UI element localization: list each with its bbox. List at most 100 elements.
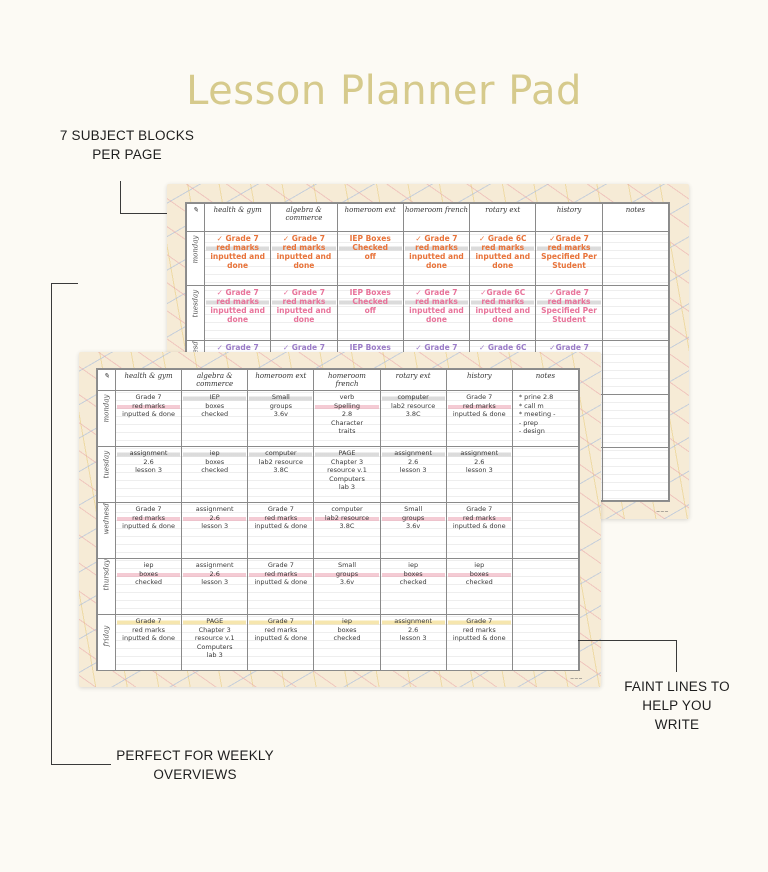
cell-text: Student bbox=[552, 260, 586, 270]
cell-text: inputted and bbox=[276, 251, 332, 261]
cell-text: checked bbox=[465, 578, 493, 586]
cell-text: iep bbox=[315, 617, 379, 626]
cell-text: Grade 7 bbox=[267, 561, 294, 569]
callout-connector bbox=[120, 181, 121, 214]
cell-text: red marks bbox=[471, 242, 535, 252]
callout-line: PERFECT FOR WEEKLY bbox=[116, 748, 274, 763]
cell-text: boxes bbox=[117, 569, 181, 578]
cell-text: done bbox=[293, 260, 315, 270]
cell-text: checked bbox=[333, 634, 361, 642]
column-header: history bbox=[535, 203, 603, 232]
cell-text: red marks bbox=[272, 242, 336, 252]
planner-cell[interactable] bbox=[601, 393, 670, 448]
planner-cell[interactable] bbox=[601, 230, 670, 287]
day-label-text: thursday bbox=[102, 559, 111, 591]
cell-text: Small bbox=[337, 561, 357, 569]
cell-text: done bbox=[227, 260, 249, 270]
cell-text: done bbox=[227, 315, 249, 325]
cell-text: groups bbox=[381, 513, 445, 522]
cell-text: boxes bbox=[447, 569, 511, 578]
planner-cell[interactable] bbox=[601, 339, 670, 395]
cell-text: assignment bbox=[195, 561, 234, 569]
cell-text: ✓ Grade 6C bbox=[478, 342, 527, 352]
planner-cell[interactable]: * prine 2.8* call m* meeting -- prep- de… bbox=[511, 390, 580, 447]
cell-text: ✓Grade 6C bbox=[480, 288, 526, 298]
cell-text: - design bbox=[518, 427, 545, 435]
cell-text: inputted and bbox=[475, 306, 531, 316]
cell-text: red marks bbox=[117, 401, 181, 410]
cell-text: assignment bbox=[447, 449, 511, 458]
planner-cell[interactable] bbox=[511, 446, 580, 503]
cell-text: Computers bbox=[196, 642, 233, 651]
cell-text: 3.6v bbox=[273, 410, 288, 418]
planner-cell[interactable] bbox=[601, 446, 670, 502]
planner-cell[interactable] bbox=[601, 285, 670, 341]
cell-text: inputted & done bbox=[254, 578, 308, 586]
cell-text: inputted and bbox=[276, 306, 332, 316]
cell-text: 3.8C bbox=[273, 466, 289, 474]
day-label: thursday bbox=[97, 558, 116, 615]
cell-text: red marks bbox=[462, 625, 496, 634]
cell-text: inputted and bbox=[409, 251, 464, 261]
planner-cell[interactable] bbox=[511, 502, 580, 559]
cell-text: inputted & done bbox=[452, 634, 506, 642]
cell-text: red marks bbox=[537, 297, 601, 307]
cell-text: * call m bbox=[518, 401, 544, 410]
planner-cell[interactable] bbox=[511, 614, 580, 671]
cell-text: 2.6 bbox=[183, 513, 247, 522]
cell-text: inputted & done bbox=[254, 634, 308, 642]
cell-text: Spelling bbox=[315, 401, 379, 410]
cell-text: inputted & done bbox=[122, 410, 175, 418]
pencil-icon: ✎ bbox=[186, 203, 205, 232]
cell-text: traits bbox=[338, 427, 356, 435]
cell-text: inputted & done bbox=[122, 522, 175, 530]
cell-text: Grade 7 bbox=[466, 505, 493, 513]
cell-text: Computers bbox=[329, 474, 365, 483]
planner-cell[interactable] bbox=[511, 558, 580, 615]
cell-text: red marks bbox=[249, 513, 313, 522]
